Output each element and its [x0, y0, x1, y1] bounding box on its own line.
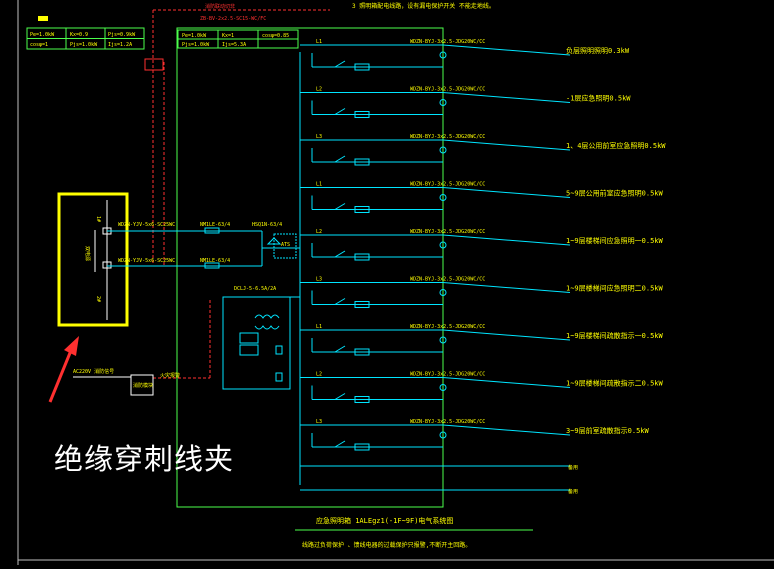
fire-link-box	[144, 58, 164, 71]
ats-label: HSQ1N-63/4	[252, 222, 282, 228]
feeder-cable: WDZN-BYJ-3x2.5-JDG20WC/CC	[410, 87, 485, 93]
feeder-description: 1~9层楼梯间应急照明一0.5kW	[566, 236, 664, 245]
feeder-description: 1~9层楼梯间应急照明二0.5kW	[566, 284, 664, 293]
feeder-phase: L1	[316, 182, 322, 188]
footer-title: 应急照明箱 1ALEgz1(-1F~9F)电气系统图	[316, 516, 453, 525]
left-table-cell: Pjs=0.9kW	[108, 32, 136, 38]
incoming-breaker-2: NM1LE-63/4	[200, 258, 230, 264]
incoming-cable-2: WDZN-YJV-5x6-SC25WC	[118, 258, 175, 264]
feeder-circuit: L3 WDZN-BYJ-3x2.5-JDG20WC/CC 1~9层楼梯间应急照明二0…	[300, 277, 664, 308]
feeder-cable: WDZN-BYJ-3x2.5-JDG20WC/CC	[410, 229, 485, 235]
left-table-cell: Pjs=1.0kW	[70, 42, 98, 48]
feeder-phase: L1	[316, 324, 322, 330]
fire-module-box	[130, 374, 154, 396]
feeder-phase: L2	[316, 87, 322, 93]
feeder-cable: WDZN-BYJ-3x2.5-JDG20WC/CC	[410, 277, 485, 283]
spare-circuit: 备用	[300, 488, 578, 495]
feeder-description: 3~9层前室疏散指示0.5kW	[566, 426, 650, 435]
control-circuit	[222, 296, 300, 390]
panel-table: Pe=1.0kW Kx=1 cosφ=0.85 Pjs=1.0kW Ijs=5.…	[177, 29, 299, 49]
panel-table-cell: cosφ=0.85	[262, 33, 289, 39]
feeder-description: 5~9层公用前室应急照明0.5kW	[566, 189, 664, 198]
fire-link-note-2: ZB-BV-2x2.5-SC15-WC/FC	[200, 16, 266, 22]
source-box-label: 双电源	[84, 246, 91, 261]
feeder-cable: WDZN-BYJ-3x2.5-JDG20WC/CC	[410, 39, 485, 45]
left-table-cell: Pe=1.0kW	[30, 32, 55, 38]
feeder-cable: WDZN-BYJ-3x2.5-JDG20WC/CC	[410, 182, 485, 188]
fire-module-label: 消防模块	[133, 382, 153, 389]
feeder-description: -1层应急照明0.5kW	[566, 94, 631, 103]
feeder-circuit: L1 WDZN-BYJ-3x2.5-JDG20WC/CC 负层照明照明0.3kW	[300, 39, 630, 71]
feeder-circuit: L2 WDZN-BYJ-3x2.5-JDG20WC/CC 1~9层楼梯间应急照明一0…	[300, 229, 664, 261]
feeder-phase: L3	[316, 134, 322, 140]
feeder-cable: WDZN-BYJ-3x2.5-JDG20WC/CC	[410, 372, 485, 378]
panel-enclosure	[176, 27, 444, 508]
panel-table-cell: Pjs=1.0kW	[182, 42, 210, 48]
feeder-phase: L2	[316, 229, 322, 235]
ats-symbol	[204, 227, 297, 269]
highlight-box	[57, 192, 129, 327]
incoming-cable-1: WDZN-YJV-5x6-SC25WC	[118, 222, 175, 228]
top-note: 3 照明箱配电线路，设有漏电保护开关 不能走地线。	[352, 2, 495, 10]
left-table-cell: cosφ=1	[30, 42, 48, 48]
spare-label: 备用	[568, 464, 578, 471]
annotation-text: 绝缘穿刺线夹	[54, 442, 235, 476]
feeder-phase: L3	[316, 419, 322, 425]
source-label-bottom: 2#	[95, 296, 101, 302]
incoming-cables	[107, 225, 301, 280]
feeder-cable: WDZN-BYJ-3x2.5-JDG20WC/CC	[410, 134, 485, 140]
feeder-description: 1~9层楼梯间疏散指示一0.5kW	[566, 331, 664, 340]
feeder-description: 负层照明照明0.3kW	[566, 46, 630, 55]
footer-note: 线路过负荷保护 、馈线电器的过载保护只报警,不断开主回路。	[302, 541, 471, 549]
feeder-cable: WDZN-BYJ-3x2.5-JDG20WC/CC	[410, 419, 485, 425]
left-table-cell: Kx=0.9	[70, 32, 88, 38]
feeder-circuit: L1 WDZN-BYJ-3x2.5-JDG20WC/CC 5~9层公用前室应急照明0…	[300, 182, 664, 213]
feeder-phase: L3	[316, 277, 322, 283]
signal-label: AC220V 消防信号	[73, 368, 114, 375]
panel-table-cell: Kx=1	[222, 33, 234, 39]
spare-circuit: 备用	[300, 464, 578, 471]
panel-table-cell: Ijs=5.3A	[222, 42, 246, 48]
feeder-circuit: L1 WDZN-BYJ-3x2.5-JDG20WC/CC 1~9层楼梯间疏散指示一0…	[300, 324, 664, 356]
feeder-circuit: L3 WDZN-BYJ-3x2.5-JDG20WC/CC 3~9层前室疏散指示0.5…	[300, 419, 650, 451]
incoming-breaker-1: NM1LE-63/4	[200, 222, 230, 228]
feeder-description: 1~9层楼梯间疏散指示二0.5kW	[566, 379, 664, 388]
feeder-cable: WDZN-BYJ-3x2.5-JDG20WC/CC	[410, 324, 485, 330]
source-label-top: 1#	[95, 216, 101, 222]
feeder-phase: L2	[316, 372, 322, 378]
fire-link-lines	[152, 9, 330, 379]
fire-link-note: 消防联动切非	[205, 3, 235, 10]
drawing-frame	[17, 0, 774, 565]
feeder-description: 1、4层公用前室应急照明0.5kW	[566, 141, 666, 150]
spare-label: 备用	[568, 488, 578, 495]
ats-tag: ATS	[281, 242, 290, 248]
fire-alarm-label: 火灾报警	[160, 372, 180, 379]
annotation-arrow	[48, 336, 79, 403]
panel-table-cell: Pe=1.0kW	[182, 33, 207, 39]
left-table: Pe=1.0kW Kx=0.9 Pjs=0.9kW cosφ=1 Pjs=1.0…	[26, 16, 145, 50]
left-table-cell: Ijs=1.2A	[108, 42, 132, 48]
feeder-circuit: L2 WDZN-BYJ-3x2.5-JDG20WC/CC 1~9层楼梯间疏散指示二0…	[300, 372, 664, 403]
feeder-phase: L1	[316, 39, 322, 45]
contactor-label: DCLJ-5-6.5A/2A	[234, 286, 276, 292]
feeder-circuit: L2 WDZN-BYJ-3x2.5-JDG20WC/CC -1层应急照明0.5kW	[300, 87, 631, 118]
feeder-circuit: L3 WDZN-BYJ-3x2.5-JDG20WC/CC 1、4层公用前室应急照明0…	[300, 134, 666, 166]
